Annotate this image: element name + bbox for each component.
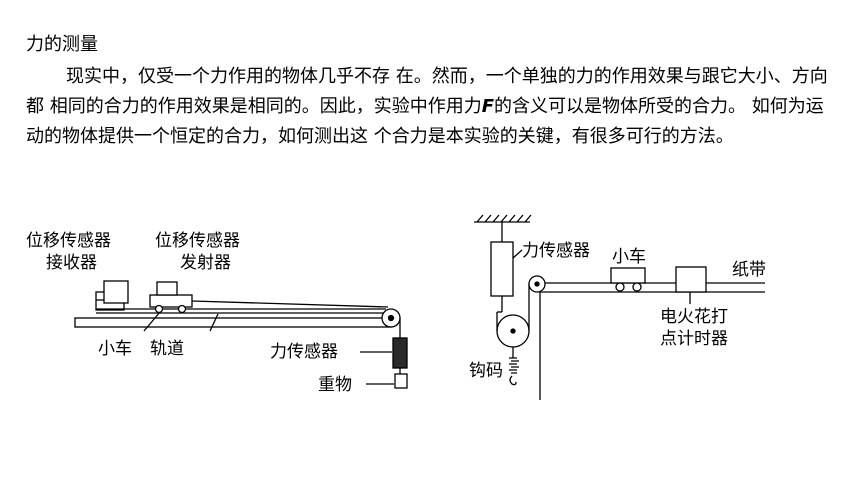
left-pulley-axle [387, 314, 395, 322]
receiver-label-line1: 位移传感器 [26, 231, 111, 251]
left-string [191, 300, 389, 308]
spark-timer-label-line2: 点计时器 [660, 329, 728, 349]
body-paragraph: 现实中，仅受一个力作用的物体几乎不存 在。然而，一个单独的力的作用效果与跟它大小… [26, 62, 836, 152]
left-cart-wheel-2 [177, 304, 187, 314]
left-apparatus-diagram: 位移传感器 接收器 位移传感器 发射器 小车 轨道 [26, 231, 408, 395]
receiver-label-line2: 接收器 [46, 253, 97, 273]
right-cart-body [610, 267, 646, 284]
cart-leader [143, 311, 161, 332]
right-cart-wheel-1 [615, 282, 625, 292]
right-force-sensor-leader [512, 249, 523, 259]
hook-weight [509, 357, 519, 386]
paragraph-part-2: 的含义可以是物体所受的合力。 如何为运动的物体提供一个恒定的合力，如何测出这 个… [26, 96, 824, 147]
hanging-weight [394, 373, 408, 389]
paragraph-part-1: 现实中，仅受一个力作用的物体几乎不存 在。然而，一个单独的力的作用效果与跟它大小… [26, 66, 828, 117]
ceiling-hatch [476, 214, 532, 223]
hook-weight-label: 钩码 [469, 361, 503, 381]
section-heading: 力的测量 [26, 34, 98, 55]
left-force-sensor-label: 力传感器 [270, 342, 338, 362]
emitter-box [156, 281, 178, 296]
emitter-label-line1: 位移传感器 [155, 231, 240, 251]
emitter-label-line2: 发射器 [180, 253, 231, 273]
paper-tape-label: 纸带 [732, 260, 766, 280]
left-cart-label: 小车 [98, 339, 132, 359]
right-cart-label: 小车 [612, 247, 646, 267]
weight-label: 重物 [318, 375, 352, 395]
track-label: 轨道 [150, 339, 184, 359]
track-leader [209, 313, 219, 332]
right-force-sensor [490, 241, 514, 297]
right-force-sensor-label: 力传感器 [522, 241, 590, 261]
receiver-box [103, 280, 129, 304]
force-symbol: F [481, 96, 495, 117]
spark-timer [675, 266, 707, 293]
left-cart-body [149, 294, 193, 308]
right-cart-wheel-2 [632, 282, 642, 292]
left-cart-wheel-1 [154, 304, 164, 314]
spark-timer-label-line1: 电火花打 [660, 307, 728, 327]
corner-pulley-axle [534, 281, 540, 287]
right-apparatus-diagram: 力传感器 钩码 小车 电火花打 点计时器 纸带 [469, 214, 766, 400]
table-top [74, 317, 392, 328]
left-force-sensor [392, 337, 408, 369]
movable-pulley-axle [510, 328, 516, 334]
